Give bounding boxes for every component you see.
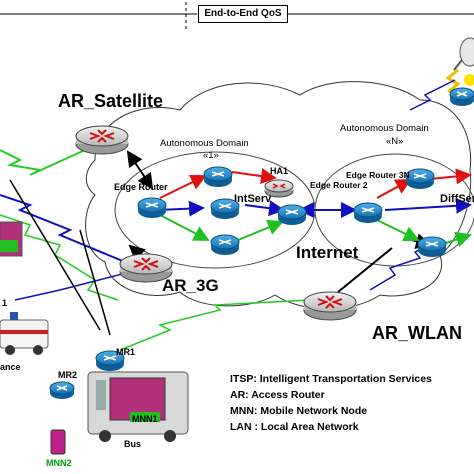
legend-item-ar: AR: Access Router: [230, 389, 325, 401]
ha1-label: HA1: [270, 166, 288, 176]
internet-label: Internet: [296, 243, 359, 262]
ar-wlan-label: AR_WLAN: [372, 323, 462, 343]
edge-router-3n-label: Edge Router 3N: [346, 170, 410, 180]
mr1-label: MR1: [116, 347, 135, 357]
domain-1-number: «1»: [203, 150, 219, 161]
edge-router-2-label: Edge Router 2: [310, 180, 368, 190]
domain-n-number: «N»: [386, 136, 403, 147]
mnn2-device-icon: [50, 429, 66, 455]
domain-1-title: Autonomous Domain: [160, 138, 249, 149]
legend: ITSP: Intelligent Transportation Service…: [230, 371, 474, 435]
ar-satellite-label: AR_Satellite: [58, 91, 163, 111]
bus-label: Bus: [124, 439, 141, 449]
bus-icon: [87, 371, 189, 442]
ambulance-label: ance: [0, 362, 21, 372]
sun-icon: [464, 74, 474, 86]
router-ar-satellite: [75, 125, 129, 155]
ambulance-icon: [0, 312, 49, 355]
satellite-dish-icon: [453, 37, 474, 71]
qos-span-arrow: [0, 2, 474, 30]
ar-3g-label: AR_3G: [162, 276, 219, 295]
mr2-label: MR2: [58, 370, 77, 380]
edge-router-1-label: Edge Router: [114, 182, 168, 192]
intserv-label: IntServ: [234, 193, 272, 205]
vehicle-left-icon: [0, 221, 23, 257]
legend-item-lan: LAN : Local Area Network: [230, 421, 359, 433]
router-ar-wlan: [303, 291, 357, 321]
domain-n-title: Autonomous Domain: [340, 123, 429, 134]
router-ar-3g: [119, 253, 173, 283]
legend-item-itsp: ITSP: Intelligent Transportation Service…: [230, 373, 432, 385]
router-ha1: [264, 179, 294, 198]
mnn1-label: MNN1: [132, 414, 158, 424]
core-routers: [49, 87, 474, 399]
diffserv-label: DiffSer: [440, 193, 474, 205]
legend-item-mnn: MNN: Mobile Network Node: [230, 405, 368, 417]
router-1-label: 1: [2, 298, 7, 308]
mnn2-label: MNN2: [46, 458, 72, 468]
